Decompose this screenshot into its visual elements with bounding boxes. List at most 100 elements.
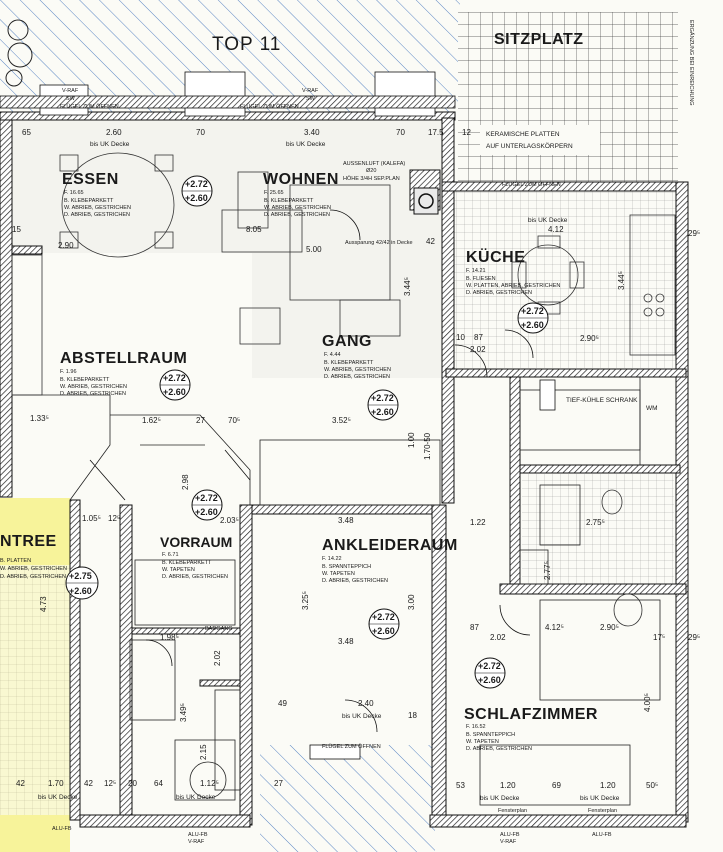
- dim-70: 70: [196, 128, 205, 137]
- interior-lines: [12, 377, 661, 806]
- dim-70b: 70: [396, 128, 405, 137]
- dim-aluf-1: ALU-FB: [52, 826, 72, 832]
- dim-fenster-1: Fensterplan: [498, 808, 527, 814]
- terrace-notes-box: [480, 125, 600, 155]
- dim-flugel: FLÜGEL ZUM ÖFFNEN: [322, 743, 381, 750]
- room-vorraum-detail-2: W. TAPETEN: [162, 567, 195, 573]
- dim-42: 42: [426, 237, 435, 246]
- dim-122: 1.22: [470, 518, 486, 527]
- dim-bis-uk-3: bis UK Decke: [528, 217, 568, 224]
- dim-1985: 1.98⁵: [160, 633, 179, 642]
- dim-bis-uk-6: bis UK Decke: [176, 794, 216, 801]
- room-wohnen-detail-2: W. ABRIEB, GESTRICHEN: [264, 205, 331, 211]
- dim-290b: 2.90⁵: [600, 623, 619, 632]
- dim-27: 27: [196, 416, 205, 425]
- level-abstell-bot: +2.60: [163, 387, 186, 397]
- dim-aluf-4: ALU-FB: [592, 832, 612, 838]
- room-entree-detail-1: B. PLATTEN: [0, 558, 31, 564]
- dim-flugel-top-2: FLÜGEL ZUM ÖFFNEN: [240, 103, 299, 110]
- dim-215: 2.15: [199, 744, 208, 760]
- room-essen-name: ESSEN: [62, 171, 119, 188]
- level-vorraum-gang-bot: +2.60: [195, 507, 218, 517]
- room-ankleide-detail-1: B. SPANNTEPPICH: [322, 564, 371, 570]
- dim-125: 12⁵: [108, 514, 120, 523]
- dim-400: 4.00⁵: [643, 693, 652, 712]
- dim-vraf-2: V-RAF: [302, 88, 319, 94]
- dim-112: 1.12⁵: [200, 779, 219, 788]
- dim-412: 4.12: [548, 225, 564, 234]
- dim-240: 2.40: [358, 699, 374, 708]
- door-swings: [89, 209, 534, 733]
- room-essen-area: F. 16.65: [64, 190, 84, 196]
- dim-500: 5.00: [306, 245, 322, 254]
- dim-53: 53: [456, 781, 465, 790]
- room-abstellraum: ABSTELLRAUM F. 1.96 B. KLEBEPARKETT W. A…: [60, 350, 191, 401]
- dim-20: 20: [128, 779, 137, 788]
- furniture: [11, 152, 676, 627]
- room-abstell-name: ABSTELLRAUM: [60, 350, 187, 367]
- room-gang-detail-1: B. KLEBEPARKETT: [324, 360, 374, 366]
- level-gang-bot: +2.60: [371, 407, 394, 417]
- dim-18: 18: [408, 711, 417, 720]
- room-schlaf-detail-1: B. SPANNTEPPICH: [466, 732, 515, 738]
- dim-175a: 17.5: [428, 128, 444, 137]
- level-vorraum-gang-top: +2.72: [195, 493, 218, 503]
- room-entree-detail-3: D. ABRIEB, GESTRICHEN: [0, 574, 66, 580]
- dim-120: 1.20: [500, 781, 516, 790]
- room-ankleideraum: ANKLEIDERAUM F. 14.22 B. SPANNTEPPICH W.…: [322, 537, 457, 640]
- dimensions: 65 2.60 70 3.40 70 17.5 12 bis UK Decke …: [12, 88, 700, 845]
- room-gang-detail-3: D. ABRIEB, GESTRICHEN: [324, 374, 390, 380]
- room-wohnen: WOHNEN F. 25.65 B. KLEBEPARKETT W. ABRIE…: [263, 171, 338, 218]
- floor-wohnen: [252, 118, 444, 378]
- exterior-hatch-bottom: [260, 745, 435, 852]
- dim-bis-uk-7: bis UK Decke: [480, 795, 520, 802]
- dim-aluf-3: ALU-FB: [500, 832, 520, 838]
- dim-vraf-3: V-RAF: [188, 839, 205, 845]
- dim-49: 49: [278, 699, 287, 708]
- room-essen: ESSEN F. 16.65 B. KLEBEPARKETT W. ABRIEB…: [62, 171, 213, 218]
- dim-42b: 42: [16, 779, 25, 788]
- dim-260a: 2.60: [106, 128, 122, 137]
- dim-275: 2.75⁵: [586, 518, 605, 527]
- dim-133: 1.33⁵: [30, 414, 49, 423]
- dim-64: 64: [154, 779, 163, 788]
- dim-12: 12: [462, 128, 471, 137]
- dim-175b: 17⁵: [653, 633, 665, 642]
- staircase: [0, 565, 70, 815]
- room-gang-name: GANG: [322, 333, 372, 350]
- level-ankleide-bot: +2.60: [372, 626, 395, 636]
- dim-290k: 2.90⁵: [580, 334, 599, 343]
- dim-flugel-top-1: FLÜGEL ZUM ÖFFNEN: [60, 103, 119, 110]
- dim-aluf-2: ALU-FB: [188, 832, 208, 838]
- dim-3525: 3.52⁵: [332, 416, 351, 425]
- room-gang-detail-2: W. ABRIEB, GESTRICHEN: [324, 367, 391, 373]
- fixture-kamin-note: AUSSENLUFT (KALEFA): [343, 161, 405, 167]
- dim-42c: 42: [84, 779, 93, 788]
- dim-17050: 1.70-50: [423, 432, 432, 460]
- room-schlaf-detail-2: W. TAPETEN: [466, 739, 499, 745]
- terrace-note-2: AUF UNTERLAGSKÖRPERN: [486, 142, 573, 150]
- dim-202b: 2.02: [490, 633, 506, 642]
- dim-2035: 2.03⁵: [220, 516, 239, 525]
- dim-bis-uk-8: bis UK Decke: [580, 795, 620, 802]
- room-kueche: KÜCHE F. 14.21 B. FLIESEN W. PLATTEN, AB…: [466, 247, 560, 334]
- parapet-top: [0, 95, 456, 109]
- room-abstell-detail-2: W. ABRIEB, GESTRICHEN: [60, 384, 127, 390]
- side-note: ERGÄNZUNG BEI EINREICHUNG: [688, 20, 695, 106]
- room-abstell-detail-3: D. ABRIEB, GESTRICHEN: [60, 391, 126, 397]
- room-abstell-detail-1: B. KLEBEPARKETT: [60, 377, 110, 383]
- fixture-wm: WM: [646, 405, 658, 412]
- level-abstell-top: +2.72: [163, 373, 186, 383]
- level-schlaf-top: +2.72: [478, 661, 501, 671]
- floor-kueche-tiles: [452, 190, 676, 368]
- dim-4735: 4.73: [39, 596, 48, 612]
- room-wohnen-detail-1: B. KLEBEPARKETT: [264, 198, 314, 204]
- room-kueche-name: KÜCHE: [466, 247, 525, 266]
- dim-125b: 12⁵: [104, 779, 116, 788]
- dim-bis-uk-2: bis UK Decke: [286, 141, 326, 148]
- dim-349: 3.49⁵: [179, 703, 188, 722]
- dim-162: 1.62⁵: [142, 416, 161, 425]
- room-essen-detail-3: D. ABRIEB, GESTRICHEN: [64, 212, 130, 218]
- floor-essen: [12, 118, 252, 253]
- dim-fenster-2: Fensterplan: [588, 808, 617, 814]
